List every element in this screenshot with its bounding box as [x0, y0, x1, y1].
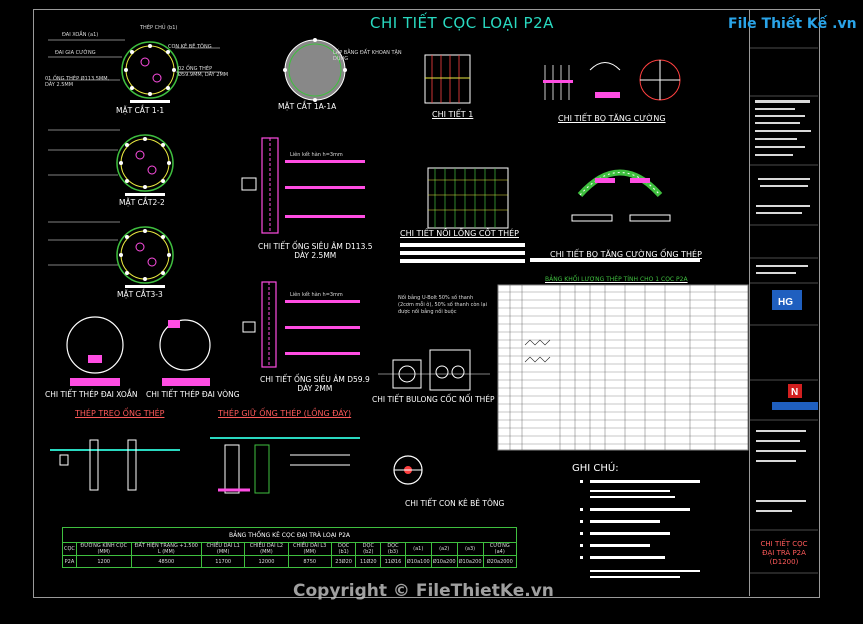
section-2-2-label: MẶT CẮT2-2	[119, 198, 165, 207]
pile-table-header: (a3)	[456, 542, 484, 556]
pile-table-header: (a1)	[404, 542, 432, 556]
spiral-hoop-note: ĐAI XOẮN (a1)	[62, 32, 99, 38]
tube-113-drawing	[241, 137, 365, 234]
cage-splice-drawing	[427, 167, 509, 229]
notes-lines	[580, 480, 700, 578]
pile-table-header: DỌC (b1)	[330, 542, 357, 556]
holding-steel-drawing	[210, 437, 360, 494]
pile-table-title: BẢNG THỐNG KÊ CỌC ĐẠI TRÀ LOẠI P2A	[62, 527, 517, 543]
spacer-note: CON KÊ BÊ TÔNG	[168, 44, 212, 50]
pile-table-header: (a2)	[430, 542, 458, 556]
section-2-2-drawing	[116, 134, 174, 196]
pile-table-cell: 11Ø16	[380, 555, 406, 568]
section-1-1-label: MẶT CẮT 1-1	[116, 106, 165, 115]
main-bar-note: THÉP CHỦ (b1)	[140, 25, 178, 31]
concrete-spacer-label: CHI TIẾT CON KÊ BÊ TÔNG	[405, 499, 505, 508]
splice-note: Nối bằng U-Bolt 50% số thanh (2cơm mỗi ô…	[398, 295, 487, 315]
section-1a-label: MẶT CẮT 1A-1A	[278, 102, 337, 111]
detail-1-drawing	[424, 54, 471, 104]
pile-table-header: CƯỜNG (a4)	[482, 542, 517, 556]
pile-table-header: ĐƯỜNG KÍNH CỌC (MM)	[75, 542, 132, 556]
tube-reinforcement-label: CHI TIẾT BỌ TĂNG CƯỜNG ỐNG THÉP	[550, 250, 702, 259]
bolt-detail-drawing	[378, 349, 490, 391]
section-1-1-drawing	[121, 41, 179, 103]
pile-table-header: DỌC (b3)	[380, 542, 406, 556]
pile-table-cell: 48500	[130, 555, 203, 568]
tube-113-note: 01 ỐNG THÉP Ø113.5MM, DÀY 2.5MM	[45, 76, 110, 88]
ring-hoop-label: CHI TIẾT THÉP ĐAI VÒNG	[146, 390, 240, 399]
pile-table-cell: P2A	[62, 555, 77, 568]
hanging-steel-label: THÉP TREO ỐNG THÉP	[75, 409, 165, 418]
tube-59-note: 02 ỐNG THÉP Ø59.9MM, DÀY 2MM	[178, 66, 229, 78]
company-logo-hg	[772, 290, 802, 310]
pile-table-cell: Ø10a200	[430, 555, 458, 568]
title-block	[749, 9, 819, 596]
weld-note-1: Liên kết hàn h=3mm	[290, 152, 343, 158]
concrete-spacer-drawing	[393, 455, 423, 485]
pile-table-cell: 23Ø20	[330, 555, 357, 568]
section-3-3-drawing	[116, 226, 174, 288]
steel-quantity-table	[497, 284, 749, 451]
company-logo-n	[788, 384, 802, 398]
pile-table-cell: 11700	[200, 555, 246, 568]
tube-113-label: CHI TIẾT ỐNG SIÊU ÂM D113.5 DÀY 2.5MM	[258, 242, 373, 260]
site-logo: File Thiết Kế .vn	[728, 16, 857, 32]
pile-table-header: CHIỀU DÀI L3 (MM)	[287, 542, 332, 556]
weld-note-2: Liên kết hàn h=3mm	[290, 292, 343, 298]
svg-text:HG: HG	[778, 297, 793, 308]
hanging-steel-drawing	[50, 439, 180, 491]
reinforcement-detail-label: CHI TIẾT BỌ TĂNG CƯỜNG	[558, 114, 666, 123]
pile-table-cell: 11Ø20	[355, 555, 382, 568]
drawing-frame	[33, 9, 820, 598]
reinforcing-hoop-note: ĐAI GIA CƯỜNG	[55, 50, 96, 56]
cage-splice-label: CHI TIẾT NỐI LỒNG CỐT THÉP	[400, 229, 519, 238]
notes-heading: GHI CHÚ:	[572, 463, 619, 474]
copyright-watermark: Copyright © FileThietKe.vn	[293, 581, 554, 601]
pile-table-cell: 1200	[75, 555, 132, 568]
backfill-note: LẤP BẰNG ĐẤT KHOAN TẬN DỤNG	[333, 50, 402, 62]
pile-table-header: CỌC	[62, 542, 77, 556]
drawing-title: CHI TIẾT CỌC LOẠI P2A	[370, 14, 554, 32]
pile-table-cell: Ø10a200	[456, 555, 484, 568]
pile-table-cell: 8750	[287, 555, 332, 568]
bolt-detail-label: CHI TIẾT BULONG CỐC NỐI THÉP	[372, 395, 495, 404]
pile-table-header: CHIỀU DÀI L1 (MM)	[200, 542, 246, 556]
tube-59-label: CHI TIẾT ỐNG SIÊU ÂM D59.9 DÀY 2MM	[260, 375, 370, 393]
pile-table-header: ĐẤT HIỆN TRẠNG +1.500 L (MM)	[130, 542, 203, 556]
section-1a-drawing	[283, 38, 347, 102]
reinforcement-detail-drawing	[543, 59, 681, 101]
spiral-hoop-label: CHI TIẾT THÉP ĐAI XOẮN	[45, 390, 138, 399]
tube-reinforcement-drawing	[571, 169, 671, 222]
sheet-title: CHI TIẾT CỌC ĐẠI TRÀ P2A (D1200)	[760, 540, 808, 566]
holding-steel-label: THÉP GIỮ ỐNG THÉP (LỒNG ĐÁY)	[218, 409, 352, 418]
pile-table-cell: 12000	[244, 555, 289, 568]
hoop-detail-drawings	[66, 316, 211, 386]
svg-text:N: N	[791, 387, 798, 398]
pile-statistics-table: BẢNG THỐNG KÊ CỌC ĐẠI TRÀ LOẠI P2A CỌC Đ…	[62, 527, 517, 568]
tube-59-drawing	[242, 281, 360, 368]
pile-table-cell: Ø20a2000	[482, 555, 517, 568]
steel-table-title: BẢNG KHỐI LƯỢNG THÉP TÍNH CHO 1 CỌC P2A	[545, 276, 688, 283]
title-block-lines	[749, 47, 818, 574]
pile-table-header: CHIỀU DÀI L2 (MM)	[244, 542, 289, 556]
pile-table-header: DỌC (b2)	[355, 542, 382, 556]
detail-1-label: CHI TIẾT 1	[432, 110, 474, 119]
section-3-3-label: MẶT CẮT3-3	[117, 290, 163, 299]
pile-table-cell: Ø10a100	[404, 555, 432, 568]
